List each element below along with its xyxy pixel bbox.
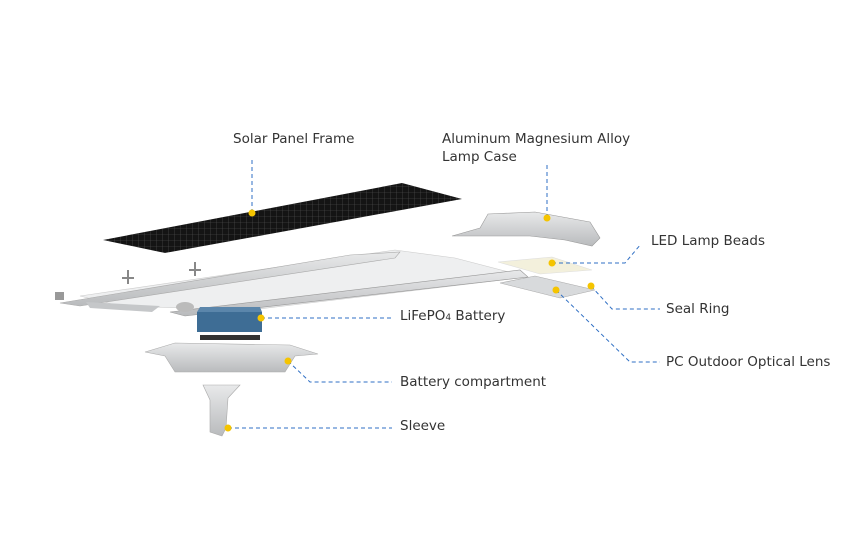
marker-dot: [543, 214, 551, 222]
mount-bolt: [122, 262, 201, 284]
marker-dot: [587, 282, 595, 290]
lamp-case: [451, 211, 601, 247]
label-seal-ring: Seal Ring: [666, 301, 730, 317]
marker-dots: [224, 209, 595, 432]
battery-compartment: [144, 342, 319, 373]
marker-dot: [548, 259, 556, 267]
optical-lens: [499, 275, 596, 299]
label-battery: LiFePO4 Battery: [400, 308, 505, 327]
marker-dot: [224, 424, 232, 432]
label-lamp-case-line1: Aluminum Magnesium Alloy: [442, 131, 631, 147]
label-lamp-case-line2: Lamp Case: [442, 149, 517, 165]
battery-plate: [200, 335, 260, 340]
leader-lines: [228, 160, 660, 429]
frame-bracket: [55, 292, 64, 300]
solar-panel: [103, 183, 462, 253]
marker-dot: [248, 209, 256, 217]
leader-seal: [590, 285, 660, 310]
battery-prefix: LiFePO: [400, 308, 446, 324]
led-lamp-beads: [497, 256, 593, 275]
marker-dot: [257, 314, 265, 322]
marker-dot: [284, 357, 292, 365]
leader-lens: [555, 289, 660, 363]
marker-dot: [552, 286, 560, 294]
leader-compartment: [287, 360, 392, 383]
frame-rail-back: [169, 269, 529, 317]
label-solar-panel-frame: Solar Panel Frame: [233, 131, 355, 147]
label-led-lamp-beads: LED Lamp Beads: [651, 233, 765, 249]
frame-cap: [176, 302, 194, 312]
label-sleeve: Sleeve: [400, 418, 446, 434]
label-battery-compartment: Battery compartment: [400, 374, 547, 390]
frame-rail-front: [59, 251, 401, 307]
sleeve: [202, 384, 241, 437]
frame-end-piece: [86, 302, 160, 312]
battery-suffix: Battery: [451, 308, 506, 324]
battery-top: [197, 307, 262, 312]
label-pc-lens: PC Outdoor Optical Lens: [666, 354, 831, 370]
battery-block: [197, 312, 262, 332]
leader-led: [552, 243, 642, 264]
battery-subscript: 4: [445, 313, 452, 323]
